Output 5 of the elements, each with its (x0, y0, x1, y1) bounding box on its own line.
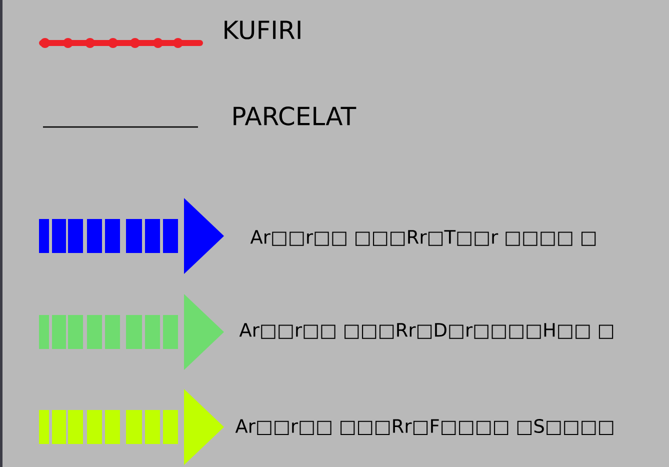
legend-label: Ar□□r□□ □□□Rr□F□□□□ □S□□□□ (235, 419, 614, 435)
legend-label: KUFIRI (224, 20, 300, 40)
legend-label: PARCELAT (234, 106, 356, 126)
legend-label: Ar□□r□□ □□□Rr□D□r□□□□H□□ □ (239, 323, 614, 339)
legend-label: Ar□□r□□ □□□Rr□T□□r □□□□ □ (250, 230, 596, 246)
